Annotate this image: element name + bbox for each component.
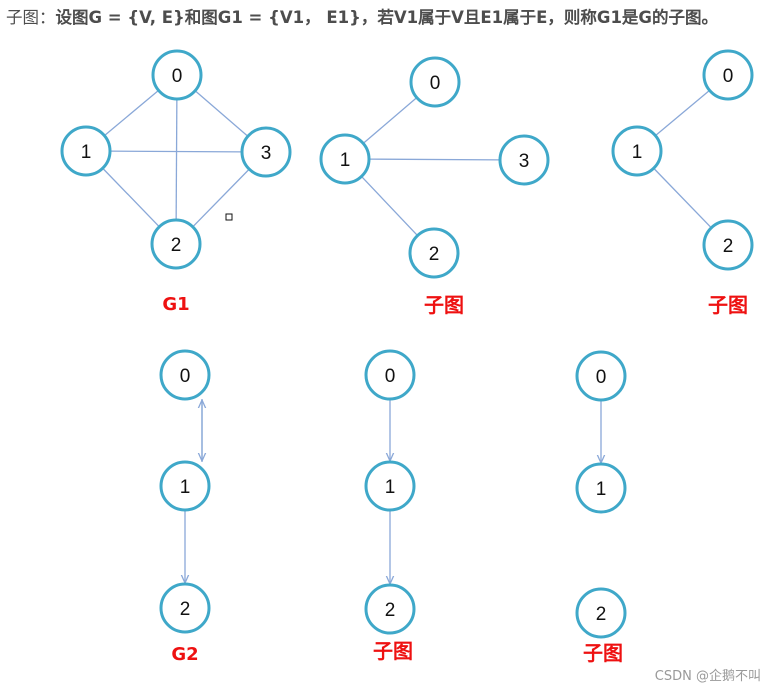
caption-g1-sub-b: 子图 <box>708 293 748 317</box>
node-g1-sub-b-2: 2 <box>702 219 754 271</box>
caption-g2-sub-b: 子图 <box>583 641 623 665</box>
node-circle <box>159 582 211 634</box>
edge-g1-1-2 <box>102 167 160 227</box>
node-label: 1 <box>180 477 191 498</box>
edge-g1-sub-b-1-2 <box>653 167 712 228</box>
node-circle <box>240 126 292 178</box>
node-label: 3 <box>519 151 530 172</box>
node-g1-1: 1 <box>60 125 112 177</box>
node-g1-sub-a-1: 1 <box>319 133 371 185</box>
edge-g1-sub-a-1-3 <box>368 158 500 161</box>
node-circle <box>575 350 627 402</box>
node-circle <box>702 219 754 271</box>
node-g1-sub-b-1: 1 <box>611 125 663 177</box>
node-label: 0 <box>723 66 734 87</box>
node-g2-sub-a-2: 2 <box>364 583 416 635</box>
edge-g1-sub-a-1-2 <box>361 175 418 236</box>
node-label: 2 <box>723 236 734 257</box>
node-label: 1 <box>632 142 643 163</box>
node-g1-sub-a-0: 0 <box>409 56 461 108</box>
node-g2-sub-a-1: 1 <box>364 460 416 512</box>
node-circle <box>319 133 371 185</box>
node-g2-1: 1 <box>159 460 211 512</box>
node-circle <box>364 460 416 512</box>
node-label: 0 <box>596 367 607 388</box>
definition-heading: 子图：设图G = {V, E}和图G1 = {V1， E1}，若V1属于V且E1… <box>6 4 718 28</box>
node-circle <box>364 349 416 401</box>
edge-g1-0-1 <box>104 89 159 136</box>
node-g2-sub-b-0: 0 <box>575 350 627 402</box>
heading-lead: 子图： <box>6 8 56 27</box>
node-label: 1 <box>596 479 607 500</box>
node-circle <box>159 349 211 401</box>
node-g2-sub-a-0: 0 <box>364 349 416 401</box>
node-g1-3: 3 <box>240 126 292 178</box>
edge-g1-0-2 <box>175 98 178 220</box>
node-circle <box>408 227 460 279</box>
node-label: 3 <box>261 143 272 164</box>
node-label: 0 <box>430 73 441 94</box>
edge-g1-sub-a-1-0 <box>362 97 417 144</box>
node-circle <box>364 583 416 635</box>
edge-g1-0-3 <box>194 90 248 137</box>
node-g1-sub-a-2: 2 <box>408 227 460 279</box>
edge-g1-1-3 <box>109 150 242 153</box>
node-label: 0 <box>172 66 183 87</box>
node-label: 1 <box>81 142 92 163</box>
node-circle <box>575 587 627 639</box>
node-g2-sub-b-1: 1 <box>575 462 627 514</box>
small-square-marker <box>225 213 233 221</box>
node-g2-sub-b-2: 2 <box>575 587 627 639</box>
caption-g2: G2 <box>171 644 198 665</box>
node-circle <box>575 462 627 514</box>
edge-g1-2-3 <box>192 169 249 228</box>
node-g1-0: 0 <box>151 49 203 101</box>
node-g2-2: 2 <box>159 582 211 634</box>
node-circle <box>498 134 550 186</box>
node-label: 2 <box>180 599 191 620</box>
node-label: 2 <box>429 244 440 265</box>
node-circle <box>409 56 461 108</box>
node-label: 2 <box>596 604 607 625</box>
node-label: 2 <box>385 600 396 621</box>
node-label: 2 <box>171 235 182 256</box>
watermark: CSDN @企鹅不叫 <box>654 669 761 684</box>
node-label: 0 <box>180 366 191 387</box>
node-circle <box>151 49 203 101</box>
node-circle <box>159 460 211 512</box>
edge-g1-sub-b-1-0 <box>655 90 710 137</box>
caption-g2-sub-a: 子图 <box>373 639 413 663</box>
node-circle <box>60 125 112 177</box>
node-label: 1 <box>340 150 351 171</box>
caption-g1-sub-a: 子图 <box>424 293 464 317</box>
node-g1-2: 2 <box>150 218 202 270</box>
heading-definition: 设图G = {V, E}和图G1 = {V1， E1}，若V1属于V且E1属于E… <box>55 8 718 27</box>
node-circle <box>150 218 202 270</box>
node-label: 1 <box>385 477 396 498</box>
node-g1-sub-a-3: 3 <box>498 134 550 186</box>
node-g2-0: 0 <box>159 349 211 401</box>
node-g1-sub-b-0: 0 <box>702 49 754 101</box>
node-label: 0 <box>385 366 396 387</box>
node-circle <box>702 49 754 101</box>
node-circle <box>611 125 663 177</box>
caption-g1: G1 <box>162 294 189 315</box>
